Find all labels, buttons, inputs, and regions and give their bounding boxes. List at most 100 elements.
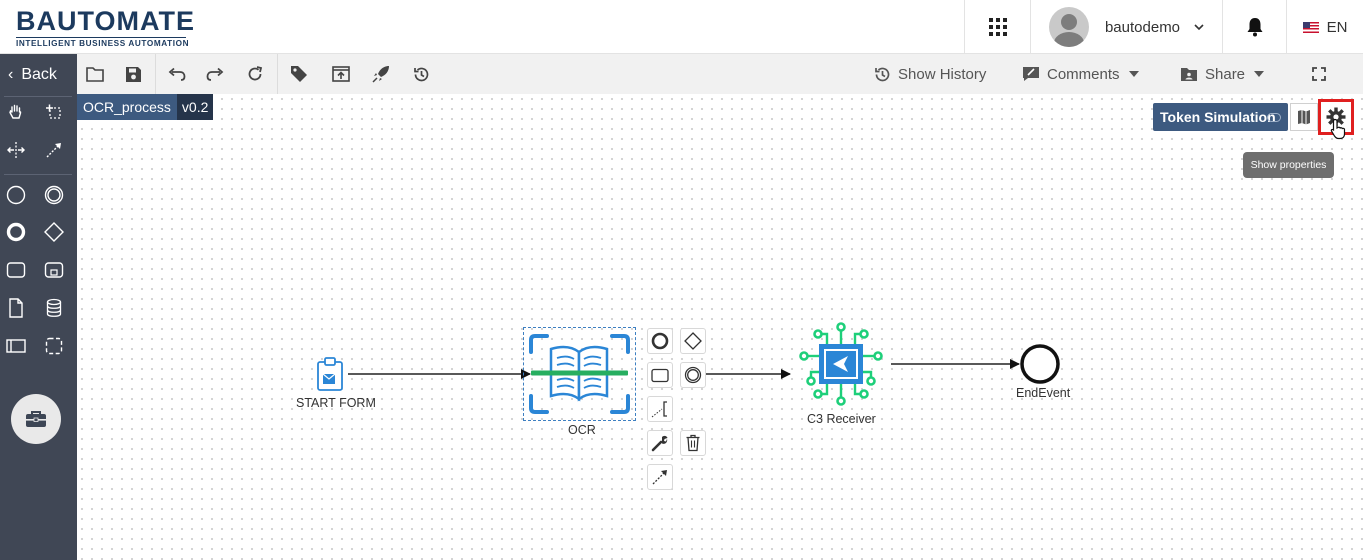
caret-down-icon <box>1128 71 1139 77</box>
create-gateway[interactable] <box>40 218 68 246</box>
global-connect-tool[interactable] <box>40 136 68 164</box>
comment-edit-icon <box>1023 67 1039 81</box>
hand-tool[interactable] <box>2 98 30 126</box>
back-label: Back <box>21 66 57 83</box>
toolbar-divider <box>277 54 278 94</box>
token-simulation-label: Token Simulation <box>1160 109 1276 125</box>
create-intermediate-event[interactable] <box>40 181 68 209</box>
start-form-icon[interactable] <box>315 356 347 392</box>
user-menu[interactable]: bautodemo <box>1030 0 1222 54</box>
chevron-left-icon: ‹ <box>8 66 14 83</box>
start-form-label: START FORM <box>296 396 376 410</box>
logo-divider <box>16 37 186 38</box>
group-icon <box>45 337 63 355</box>
create-group[interactable] <box>40 332 68 360</box>
pointer-cursor-icon <box>1330 118 1346 140</box>
toolbar-divider <box>155 54 156 94</box>
lasso-tool[interactable] <box>40 98 68 126</box>
toolbox-button[interactable] <box>11 394 61 444</box>
end-event-icon <box>6 222 26 242</box>
caret-down-icon <box>1254 71 1265 77</box>
bpmn-canvas[interactable]: OCR_process v0.2 Token Simulation Show p… <box>77 94 1363 560</box>
create-task[interactable] <box>2 256 30 284</box>
space-tool[interactable] <box>2 136 30 164</box>
end-event-label: EndEvent <box>1016 386 1071 400</box>
task-icon <box>6 262 26 278</box>
deploy-icon <box>332 66 350 82</box>
share-folder-icon <box>1181 67 1197 81</box>
append-text-annotation-button[interactable] <box>647 396 673 422</box>
modeler-palette: ‹ Back <box>0 54 77 560</box>
subprocess-icon <box>44 262 64 278</box>
minimap-button[interactable] <box>1290 103 1318 131</box>
space-tool-icon <box>7 142 25 158</box>
ocr-task-icon[interactable] <box>527 332 632 416</box>
token-simulation-toggle[interactable]: Token Simulation <box>1153 103 1288 131</box>
end-event-icon <box>651 332 669 350</box>
rocket-icon <box>372 66 389 83</box>
top-header: BAUTOMATE INTELLIGENT BUSINESS AUTOMATIO… <box>0 0 1363 54</box>
back-button[interactable]: ‹ Back <box>8 62 57 88</box>
refresh-button[interactable] <box>245 64 265 84</box>
create-start-event[interactable] <box>2 181 30 209</box>
notifications-button[interactable] <box>1222 0 1286 54</box>
create-data-object[interactable] <box>2 294 30 322</box>
create-subprocess[interactable] <box>40 256 68 284</box>
c3-receiver-icon[interactable] <box>797 322 885 406</box>
delete-button[interactable] <box>680 430 706 456</box>
intermediate-event-icon <box>44 185 64 205</box>
hand-tool-icon <box>9 104 22 119</box>
history-icon <box>413 67 428 81</box>
apps-button[interactable] <box>964 0 1030 54</box>
append-end-event-button[interactable] <box>647 328 673 354</box>
language-label: EN <box>1326 18 1348 36</box>
toolbox-icon <box>26 411 46 427</box>
avatar <box>1048 7 1089 47</box>
open-folder-icon <box>86 67 104 82</box>
change-type-button[interactable] <box>647 430 673 456</box>
data-store-icon <box>46 298 62 317</box>
ocr-label: OCR <box>568 423 596 437</box>
diagram-layer <box>348 344 1060 384</box>
ocr-task-selection[interactable] <box>523 327 636 421</box>
username-label: bautodemo <box>1104 18 1181 36</box>
run-button[interactable] <box>371 64 391 84</box>
palette-divider <box>4 174 72 175</box>
deploy-button[interactable] <box>331 64 351 84</box>
us-flag-icon <box>1302 21 1319 33</box>
comments-button[interactable]: Comments <box>1022 64 1139 84</box>
bautomate-logo[interactable]: BAUTOMATE INTELLIGENT BUSINESS AUTOMATIO… <box>14 6 194 50</box>
language-selector[interactable]: EN <box>1286 0 1363 54</box>
history-button[interactable] <box>411 64 431 84</box>
start-event-icon <box>6 185 26 205</box>
process-version: v0.2 <box>176 94 214 120</box>
fullscreen-button[interactable] <box>1309 64 1329 84</box>
gateway-icon <box>44 222 64 242</box>
bell-icon <box>1247 18 1262 37</box>
end-event-shape[interactable] <box>1020 344 1060 384</box>
refresh-icon <box>248 66 263 81</box>
create-end-event[interactable] <box>2 218 30 246</box>
create-pool[interactable] <box>2 332 30 360</box>
task-icon <box>651 368 669 382</box>
data-object-icon <box>9 298 23 318</box>
append-task-button[interactable] <box>647 362 673 388</box>
logo-wordmark: BAUTOMATE <box>16 6 195 36</box>
create-data-store[interactable] <box>40 294 68 322</box>
gateway-icon <box>684 332 702 350</box>
show-properties-tooltip: Show properties <box>1243 152 1334 178</box>
save-button[interactable] <box>123 64 143 84</box>
logo-tagline: INTELLIGENT BUSINESS AUTOMATION <box>16 39 190 48</box>
c3-receiver-label: C3 Receiver <box>807 412 876 426</box>
fullscreen-icon <box>1312 67 1326 81</box>
redo-button[interactable] <box>205 64 225 84</box>
open-button[interactable] <box>85 64 105 84</box>
connect-button[interactable] <box>647 464 673 490</box>
process-name: OCR_process <box>77 94 177 120</box>
tag-button[interactable] <box>289 64 309 84</box>
append-intermediate-event-button[interactable] <box>680 362 706 388</box>
show-history-button[interactable]: Show History <box>874 64 986 84</box>
share-button[interactable]: Share <box>1180 64 1265 84</box>
undo-button[interactable] <box>167 64 187 84</box>
append-gateway-button[interactable] <box>680 328 706 354</box>
